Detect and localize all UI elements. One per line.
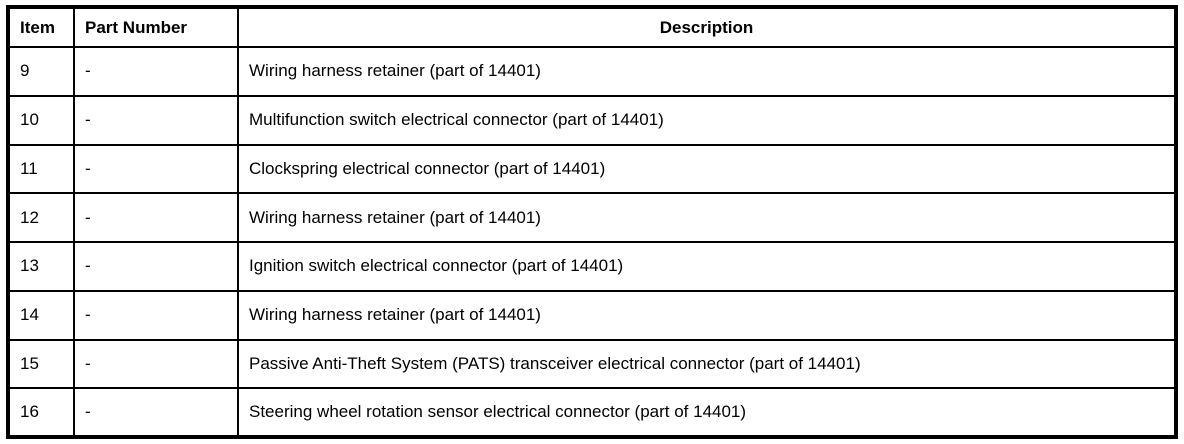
cell-item: 16 (7, 387, 75, 438)
cell-part-number: - (73, 143, 239, 195)
cell-part-number: - (73, 241, 239, 292)
table-row: 10 - Multifunction switch electrical con… (7, 94, 1177, 146)
table-row: 9 - Wiring harness retainer (part of 144… (7, 46, 1177, 97)
cell-part-number: - (73, 192, 239, 243)
header-row: Item Part Number Description (7, 6, 1177, 48)
cell-description: Steering wheel rotation sensor electrica… (237, 387, 1177, 438)
cell-part-number: - (73, 94, 239, 146)
cell-item: 15 (7, 338, 75, 390)
parts-table: Item Part Number Description 9 - Wiring … (6, 5, 1178, 439)
cell-description: Ignition switch electrical connector (pa… (237, 241, 1177, 292)
cell-part-number: - (73, 338, 239, 390)
table-row: 11 - Clockspring electrical connector (p… (7, 143, 1177, 195)
cell-description: Wiring harness retainer (part of 14401) (237, 289, 1177, 341)
cell-item: 12 (7, 192, 75, 243)
table-row: 15 - Passive Anti-Theft System (PATS) tr… (7, 338, 1177, 390)
table-row: 14 - Wiring harness retainer (part of 14… (7, 289, 1177, 341)
table-row: 12 - Wiring harness retainer (part of 14… (7, 192, 1177, 243)
table-row: 13 - Ignition switch electrical connecto… (7, 241, 1177, 292)
cell-description: Wiring harness retainer (part of 14401) (237, 192, 1177, 243)
column-header-description: Description (237, 6, 1177, 48)
cell-part-number: - (73, 46, 239, 97)
cell-item: 10 (7, 94, 75, 146)
column-header-part-number: Part Number (73, 6, 239, 48)
table-body: 9 - Wiring harness retainer (part of 144… (7, 46, 1177, 438)
cell-description: Wiring harness retainer (part of 14401) (237, 46, 1177, 97)
cell-description: Passive Anti-Theft System (PATS) transce… (237, 338, 1177, 390)
cell-item: 9 (7, 46, 75, 97)
cell-item: 13 (7, 241, 75, 292)
table-row: 16 - Steering wheel rotation sensor elec… (7, 387, 1177, 438)
cell-part-number: - (73, 289, 239, 341)
cell-item: 11 (7, 143, 75, 195)
cell-description: Multifunction switch electrical connecto… (237, 94, 1177, 146)
table-header: Item Part Number Description (7, 6, 1177, 48)
cell-item: 14 (7, 289, 75, 341)
cell-part-number: - (73, 387, 239, 438)
cell-description: Clockspring electrical connector (part o… (237, 143, 1177, 195)
column-header-item: Item (7, 6, 75, 48)
